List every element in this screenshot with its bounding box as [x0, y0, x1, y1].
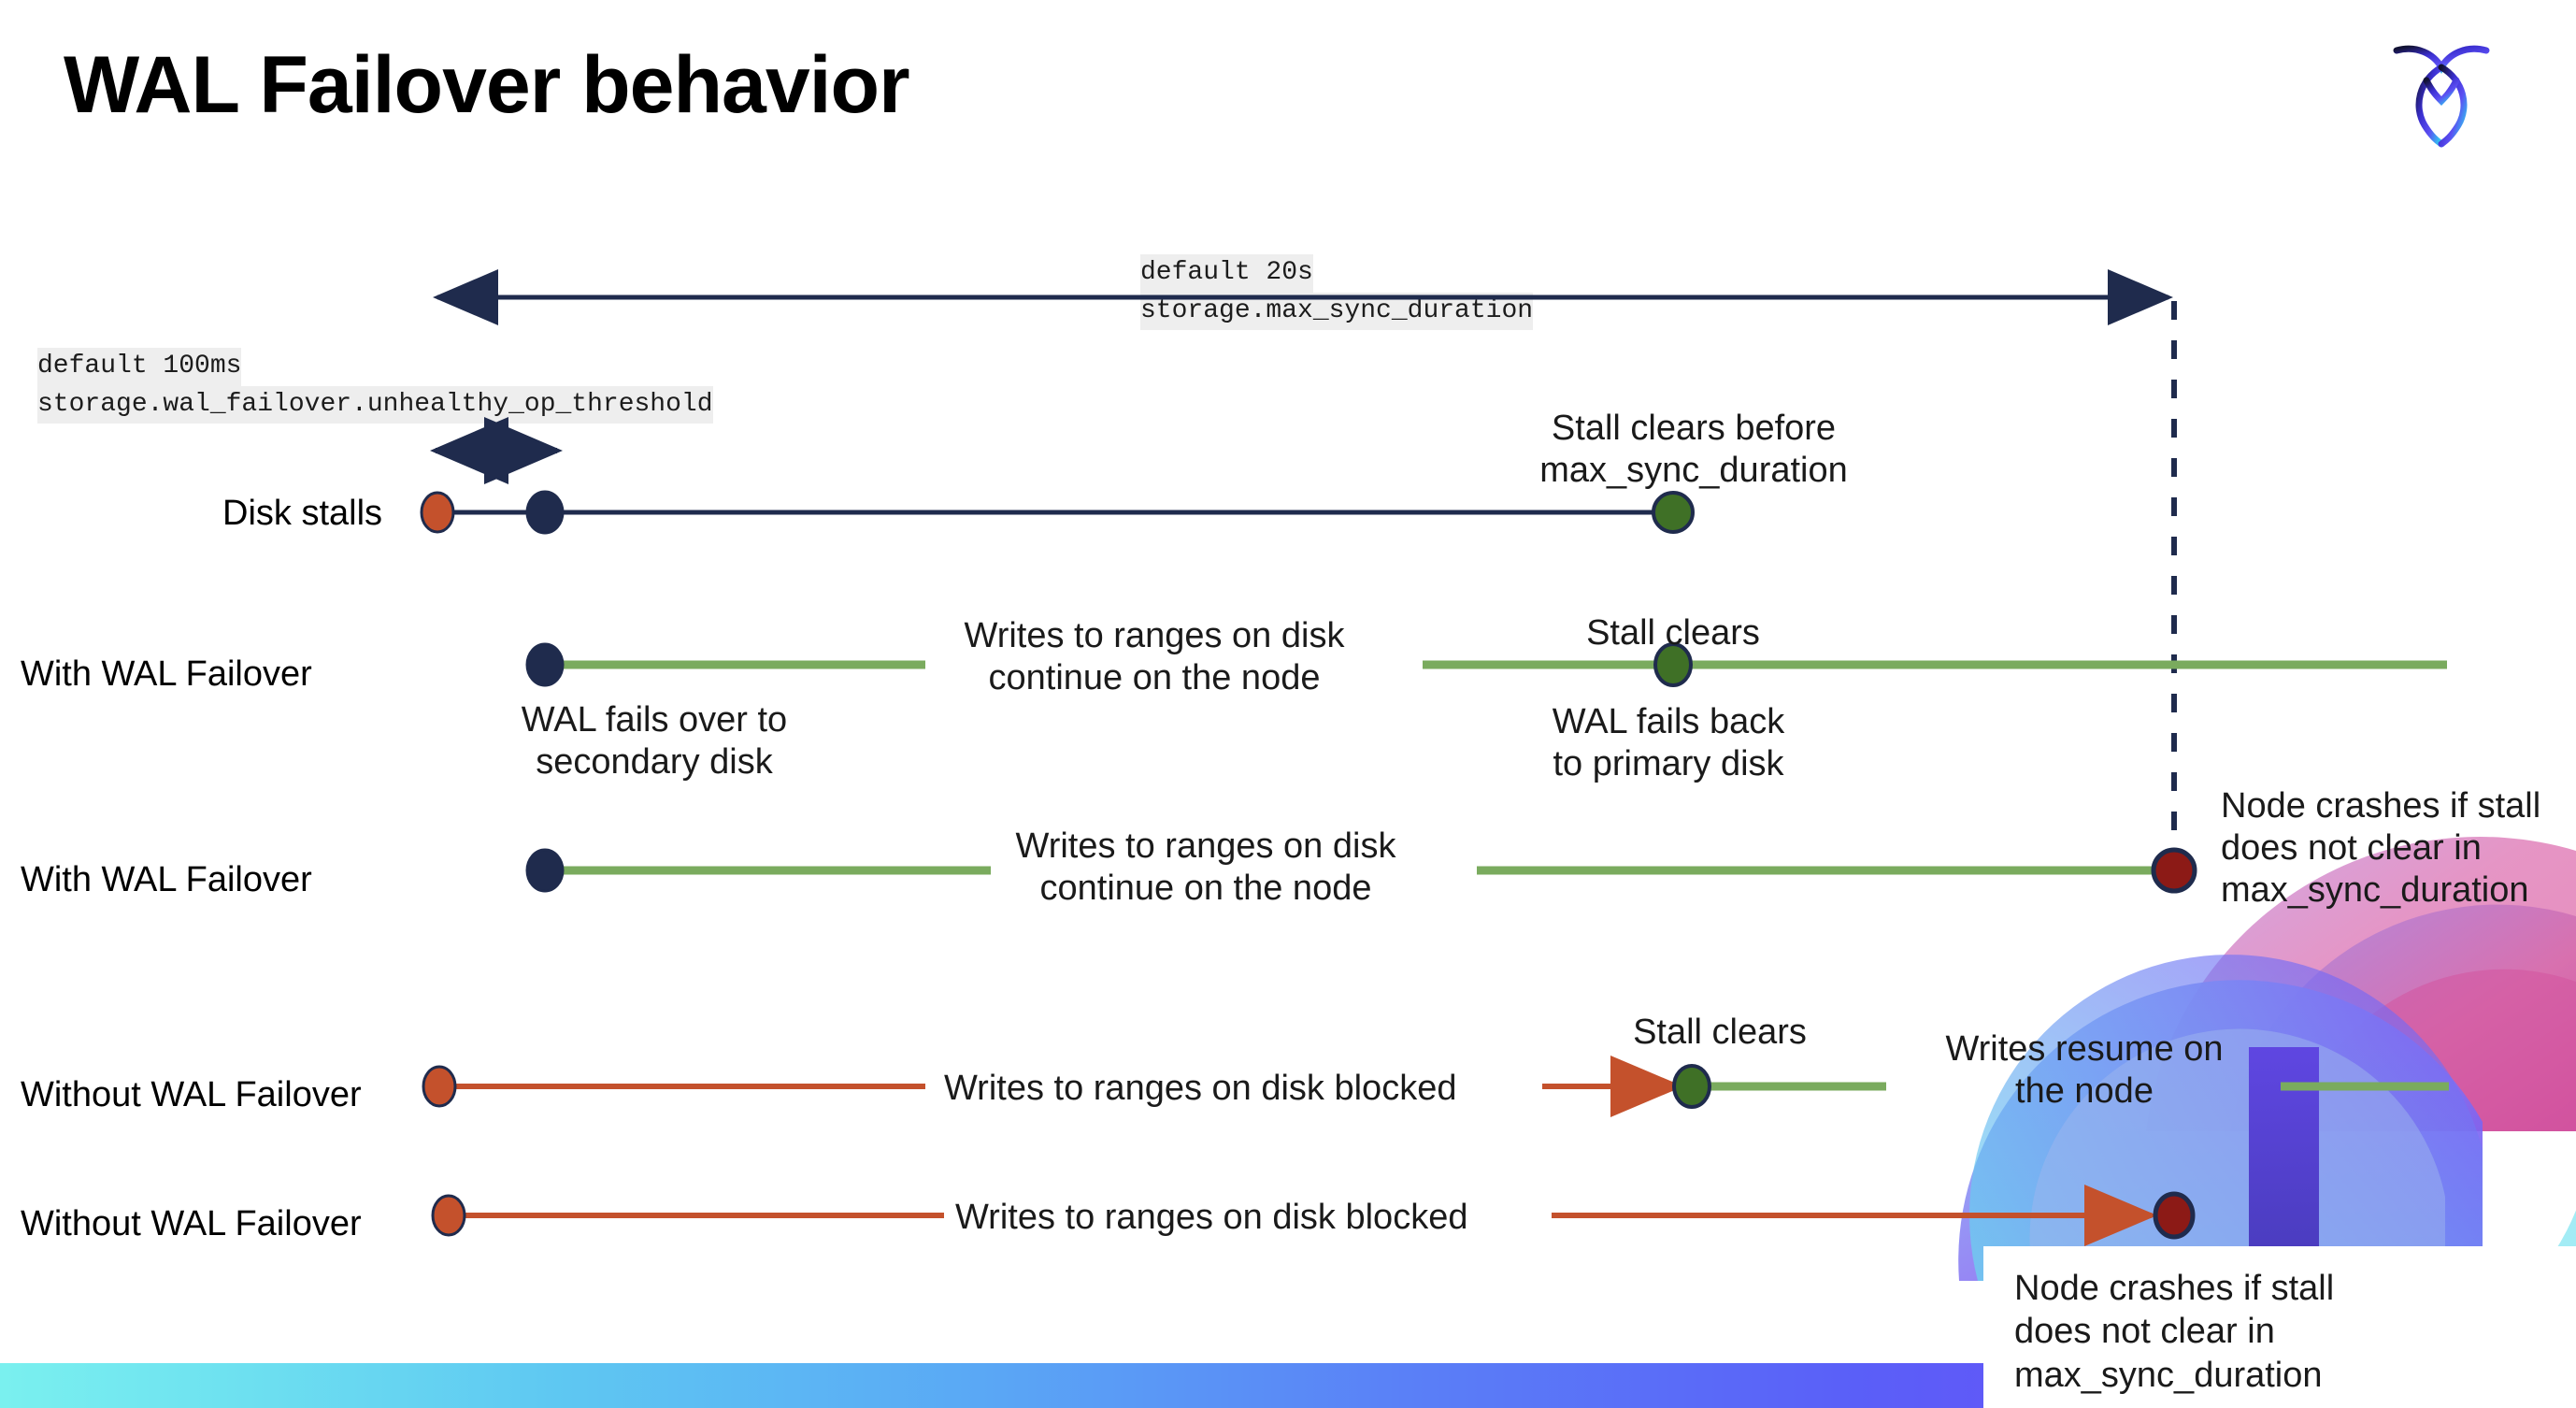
annotation-stall-clears-row4: Stall clears [1633, 1013, 1807, 1052]
annotation-line-1: Stall clears before [1551, 409, 1837, 448]
row-label-with-failover-crash: With WAL Failover [21, 860, 312, 899]
stall-clears-dot [1652, 491, 1695, 534]
disk-stall-start-dot-row4 [422, 1065, 457, 1108]
stall-clears-dot-row4 [1672, 1064, 1711, 1109]
row-label-without-failover-crash: Without WAL Failover [21, 1204, 362, 1243]
row-label-with-failover-clears: With WAL Failover [21, 654, 312, 694]
annotation-writes-blocked-row5: Writes to ranges on disk blocked [955, 1198, 1468, 1237]
cockroachdb-logo-icon [2385, 28, 2497, 150]
node-crash-dot-row3 [2151, 847, 2197, 894]
annotation-node-crashes-row3: Node crashes if stall does not clear in … [2221, 785, 2576, 911]
annotation-node-crashes-row5: Node crashes if stall does not clear in … [2014, 1267, 2407, 1397]
unhealthy-op-threshold-default: default 100ms [37, 348, 242, 386]
annotation-line-2: continue on the node [1039, 868, 1372, 908]
annotation-line-1: Writes to ranges on disk [1015, 826, 1396, 866]
node-crash-dot-row5 [2153, 1191, 2196, 1240]
annotation-wal-fails-back: WAL fails back to primary disk [1514, 701, 1823, 785]
annotation-line-2: secondary disk [536, 741, 773, 782]
row-with-failover-clears-timeline [525, 642, 2447, 687]
annotation-line-1: WAL fails back [1552, 702, 1785, 741]
row-label-disk-stalls: Disk stalls [222, 494, 383, 533]
annotation-line-1: Writes to ranges on disk [964, 616, 1345, 655]
annotation-line-3: max_sync_duration [2014, 1355, 2323, 1395]
row-label-without-failover-clears: Without WAL Failover [21, 1075, 362, 1114]
node-crash-callout-card [1983, 1246, 2576, 1408]
annotation-writes-continue-row3: Writes to ranges on disk continue on the… [991, 826, 1421, 910]
wal-failover-dot-row2 [525, 642, 565, 687]
annotation-writes-resume: Writes resume on the node [1925, 1028, 2243, 1113]
annotation-line-2: max_sync_duration [1539, 450, 1848, 490]
unhealthy-op-threshold-setting-chip: default 100ms storage.wal_failover.unhea… [37, 348, 713, 424]
page-title: WAL Failover behavior [64, 40, 910, 130]
disk-stall-start-dot-row5 [431, 1194, 466, 1237]
annotation-stall-clears-before: Stall clears before max_sync_duration [1525, 408, 1862, 492]
annotation-line-2: continue on the node [988, 657, 1321, 697]
annotation-line-1: WAL fails over to [521, 700, 788, 740]
row-disk-stalls-timeline [420, 490, 1695, 535]
annotation-line-2: to primary disk [1553, 743, 1784, 783]
annotation-writes-continue-row2: Writes to ranges on disk continue on the… [944, 615, 1365, 699]
row-with-failover-crash-timeline [525, 847, 2197, 894]
annotation-line-2: the node [2015, 1070, 2154, 1111]
annotation-wal-fails-over: WAL fails over to secondary disk [477, 699, 832, 783]
unhealthy-op-threshold-name: storage.wal_failover.unhealthy_op_thresh… [37, 385, 713, 424]
annotation-line-1: Node crashes if stall [2014, 1269, 2335, 1308]
annotation-writes-blocked-row4: Writes to ranges on disk blocked [944, 1069, 1457, 1108]
annotation-line-2: does not clear in [2014, 1312, 2275, 1352]
annotation-line-3: max_sync_duration [2221, 869, 2529, 910]
annotation-stall-clears-row2: Stall clears [1586, 613, 1760, 653]
stall-clears-dot-row2 [1653, 642, 1693, 687]
annotation-line-1: Writes resume on [1945, 1029, 2224, 1069]
disk-stall-start-dot [420, 491, 455, 534]
row-without-failover-clears-timeline [422, 1056, 2449, 1117]
row-without-failover-crash-timeline [431, 1185, 2196, 1246]
annotation-line-1: Node crashes if stall [2221, 786, 2541, 826]
wal-failover-trigger-dot [525, 490, 565, 535]
annotation-line-2: does not clear in [2221, 827, 2482, 868]
wal-failover-dot-row3 [525, 848, 565, 893]
